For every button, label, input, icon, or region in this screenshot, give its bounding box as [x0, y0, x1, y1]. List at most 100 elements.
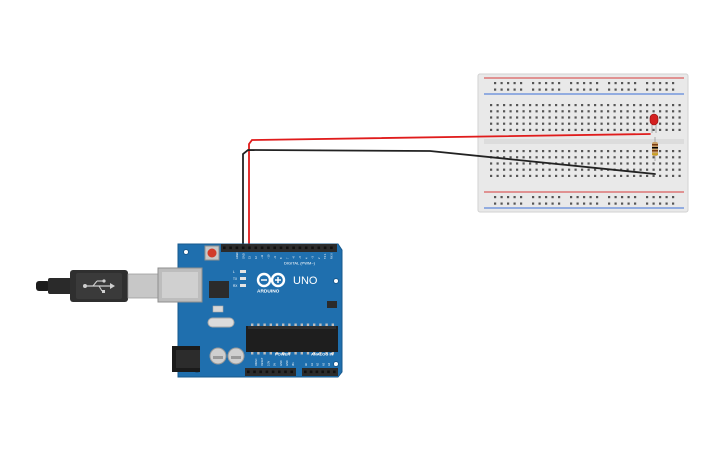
breadboard-hole[interactable] — [672, 128, 675, 131]
breadboard-hole[interactable] — [529, 168, 532, 171]
breadboard-hole[interactable] — [503, 116, 506, 119]
breadboard-hole[interactable] — [496, 168, 499, 171]
rail-hole[interactable] — [589, 202, 592, 205]
breadboard-hole[interactable] — [581, 156, 584, 159]
breadboard-hole[interactable] — [516, 122, 519, 125]
breadboard-hole[interactable] — [568, 150, 571, 153]
breadboard-hole[interactable] — [607, 156, 610, 159]
breadboard-hole[interactable] — [620, 156, 623, 159]
breadboard-hole[interactable] — [620, 150, 623, 153]
led[interactable] — [649, 113, 659, 133]
rail-hole[interactable] — [621, 88, 624, 91]
breadboard-hole[interactable] — [587, 110, 590, 113]
breadboard-hole[interactable] — [516, 110, 519, 113]
breadboard-hole[interactable] — [652, 156, 655, 159]
breadboard-hole[interactable] — [594, 168, 597, 171]
breadboard-hole[interactable] — [503, 110, 506, 113]
rail-hole[interactable] — [520, 196, 523, 199]
breadboard-hole[interactable] — [639, 110, 642, 113]
breadboard-hole[interactable] — [639, 116, 642, 119]
led-body[interactable] — [649, 113, 659, 126]
breadboard-hole[interactable] — [639, 150, 642, 153]
rail-hole[interactable] — [551, 196, 554, 199]
breadboard-hole[interactable] — [678, 110, 681, 113]
breadboard-hole[interactable] — [646, 168, 649, 171]
breadboard-hole[interactable] — [555, 174, 558, 177]
breadboard-hole[interactable] — [574, 128, 577, 131]
rail-hole[interactable] — [596, 202, 599, 205]
breadboard-hole[interactable] — [620, 116, 623, 119]
breadboard-hole[interactable] — [535, 110, 538, 113]
rail-hole[interactable] — [646, 88, 649, 91]
rail-hole[interactable] — [570, 196, 573, 199]
breadboard-hole[interactable] — [542, 110, 545, 113]
breadboard-hole[interactable] — [581, 122, 584, 125]
header-pin[interactable] — [292, 246, 295, 250]
arduino-pcb[interactable] — [177, 243, 343, 378]
breadboard-hole[interactable] — [548, 128, 551, 131]
breadboard-hole[interactable] — [613, 104, 616, 107]
breadboard-hole[interactable] — [659, 162, 662, 165]
breadboard-hole[interactable] — [678, 116, 681, 119]
breadboard-hole[interactable] — [516, 128, 519, 131]
breadboard-hole[interactable] — [587, 116, 590, 119]
breadboard-hole[interactable] — [561, 122, 564, 125]
breadboard-hole[interactable] — [646, 110, 649, 113]
breadboard-hole[interactable] — [535, 104, 538, 107]
breadboard-hole[interactable] — [503, 174, 506, 177]
breadboard-hole[interactable] — [587, 162, 590, 165]
breadboard-hole[interactable] — [587, 122, 590, 125]
rail-hole[interactable] — [520, 82, 523, 85]
breadboard-hole[interactable] — [672, 168, 675, 171]
breadboard-hole[interactable] — [490, 128, 493, 131]
header-pin[interactable] — [254, 246, 258, 250]
breadboard-hole[interactable] — [581, 110, 584, 113]
breadboard-hole[interactable] — [581, 174, 584, 177]
breadboard-hole[interactable] — [607, 122, 610, 125]
breadboard-hole[interactable] — [633, 168, 636, 171]
rail-hole[interactable] — [576, 196, 579, 199]
breadboard-hole[interactable] — [503, 150, 506, 153]
breadboard-hole[interactable] — [665, 122, 668, 125]
rail-hole[interactable] — [621, 82, 624, 85]
breadboard-hole[interactable] — [561, 162, 564, 165]
breadboard-hole[interactable] — [665, 162, 668, 165]
breadboard-hole[interactable] — [607, 162, 610, 165]
rail-hole[interactable] — [627, 202, 630, 205]
breadboard-hole[interactable] — [607, 150, 610, 153]
header-pin[interactable] — [298, 246, 302, 250]
breadboard-hole[interactable] — [555, 116, 558, 119]
breadboard-hole[interactable] — [535, 168, 538, 171]
breadboard-hole[interactable] — [535, 116, 538, 119]
breadboard-hole[interactable] — [542, 168, 545, 171]
rail-hole[interactable] — [558, 196, 561, 199]
breadboard-hole[interactable] — [652, 162, 655, 165]
breadboard-hole[interactable] — [496, 150, 499, 153]
breadboard-hole[interactable] — [600, 128, 603, 131]
breadboard-hole[interactable] — [581, 128, 584, 131]
breadboard-hole[interactable] — [503, 162, 506, 165]
rail-hole[interactable] — [634, 196, 637, 199]
rail-hole[interactable] — [583, 196, 586, 199]
breadboard-hole[interactable] — [542, 174, 545, 177]
breadboard-hole[interactable] — [522, 122, 525, 125]
rail-hole[interactable] — [494, 196, 497, 199]
breadboard-hole[interactable] — [678, 156, 681, 159]
breadboard-hole[interactable] — [542, 122, 545, 125]
rail-hole[interactable] — [659, 88, 662, 91]
breadboard-hole[interactable] — [613, 122, 616, 125]
breadboard-hole[interactable] — [574, 174, 577, 177]
breadboard-hole[interactable] — [529, 128, 532, 131]
rail-hole[interactable] — [665, 196, 668, 199]
breadboard-hole[interactable] — [542, 116, 545, 119]
breadboard-hole[interactable] — [607, 116, 610, 119]
breadboard-hole[interactable] — [639, 174, 642, 177]
header-pin[interactable] — [311, 246, 314, 250]
rail-hole[interactable] — [576, 202, 579, 205]
rail-hole[interactable] — [538, 88, 541, 91]
breadboard-hole[interactable] — [542, 162, 545, 165]
breadboard-hole[interactable] — [516, 168, 519, 171]
breadboard-hole[interactable] — [516, 104, 519, 107]
breadboard-hole[interactable] — [516, 116, 519, 119]
breadboard-hole[interactable] — [509, 162, 512, 165]
